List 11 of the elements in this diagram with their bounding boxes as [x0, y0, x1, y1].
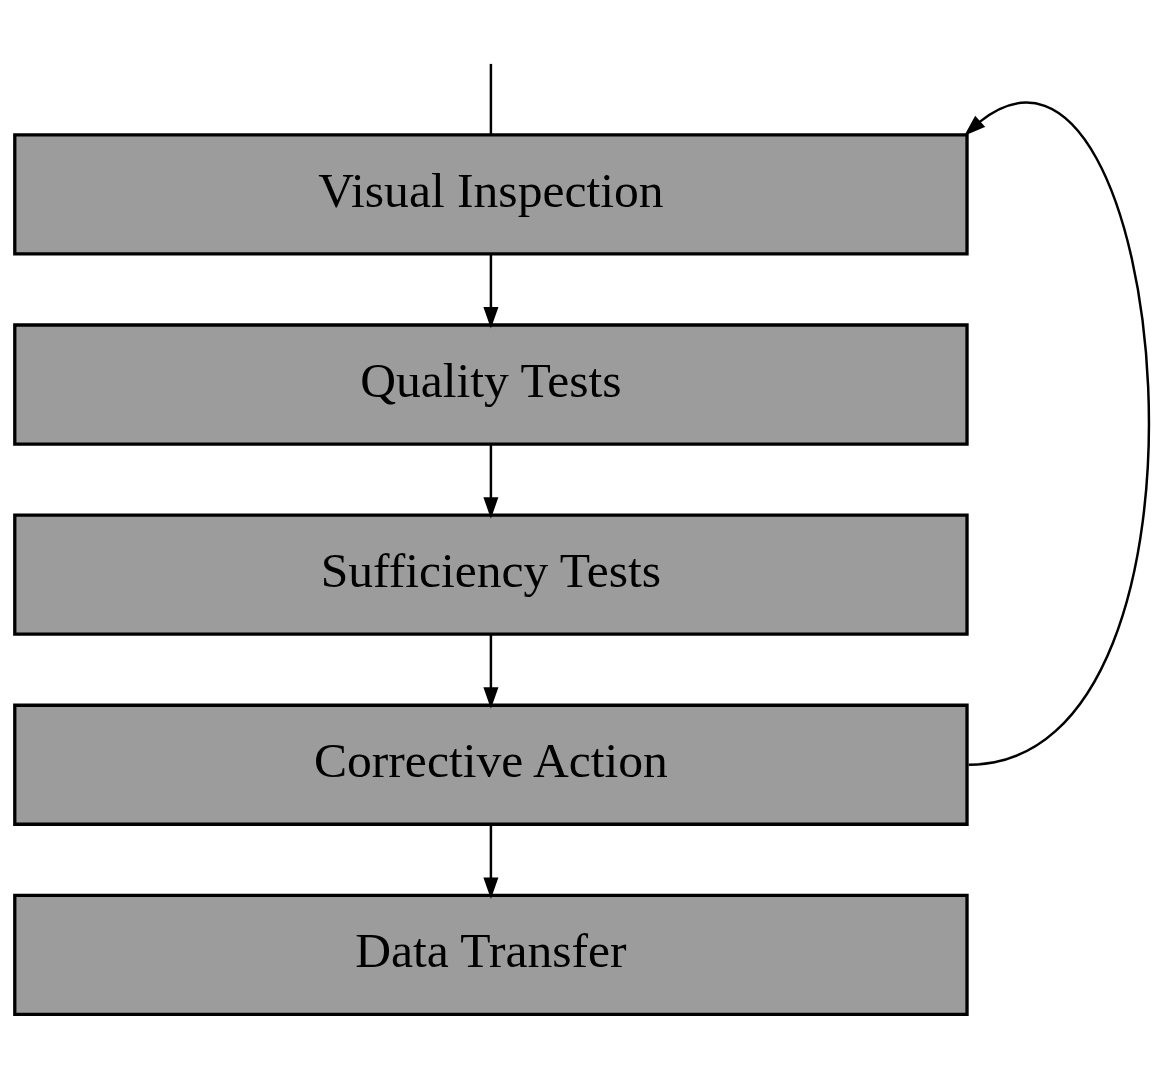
connector — [489, 63, 493, 134]
node-box: Data Transfer — [13, 893, 969, 1016]
arrow — [964, 102, 1150, 766]
arrow — [483, 443, 499, 519]
node-box: Quality Tests — [13, 322, 969, 446]
arrow — [483, 633, 499, 709]
node-box: Visual Inspection — [13, 132, 969, 256]
node-box: Corrective Action — [13, 703, 969, 826]
arrow — [483, 253, 499, 329]
arrow — [483, 824, 499, 899]
node-box: Sufficiency Tests — [13, 512, 969, 636]
